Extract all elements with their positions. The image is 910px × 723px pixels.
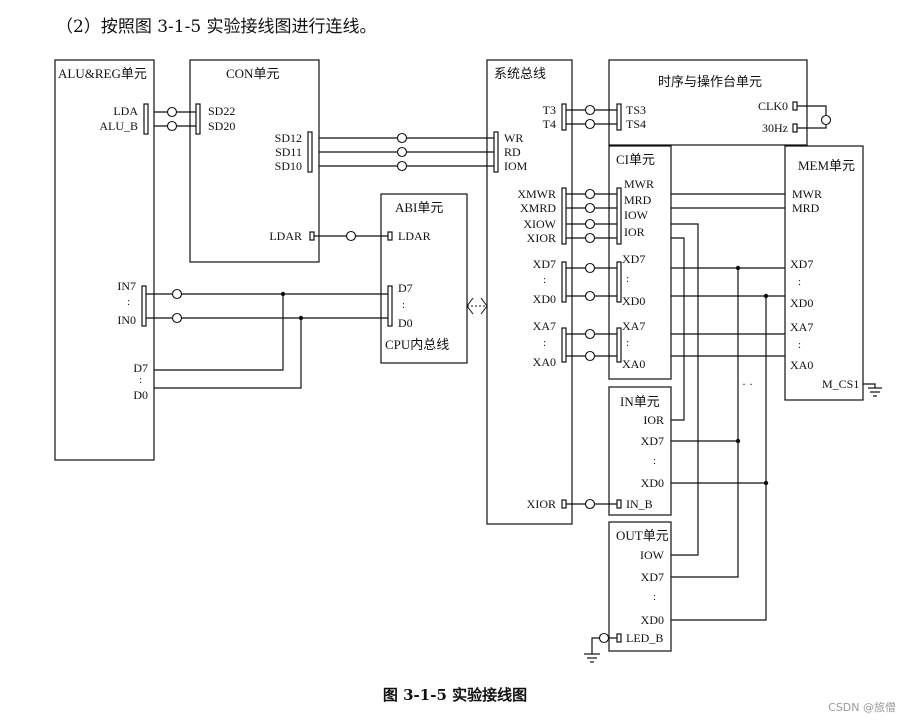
xmrd-label: XMRD <box>520 201 556 215</box>
in7-label: IN7 <box>117 279 136 293</box>
abi-d7-label: D7 <box>398 281 413 295</box>
sd11-label: SD11 <box>275 145 302 159</box>
ci-mrd-label: MRD <box>624 193 652 207</box>
sd12-label: SD12 <box>275 131 302 145</box>
wr-label: WR <box>504 131 523 145</box>
sys-xa7-label: XA7 <box>533 319 556 333</box>
alu-d0-label: D0 <box>133 388 148 402</box>
t4-label: T4 <box>543 117 556 131</box>
alu-d-dots: : <box>139 374 142 386</box>
ci-xd0-label: XD0 <box>622 294 645 308</box>
con-unit <box>189 59 320 263</box>
out-xd0-label: XD0 <box>641 613 664 627</box>
clk0-label: CLK0 <box>758 99 788 113</box>
in0-label: IN0 <box>117 313 136 327</box>
sys-xa-dots: : <box>543 337 546 349</box>
t3-label: T3 <box>543 103 556 117</box>
out-unit <box>608 521 672 652</box>
sd20-label: SD20 <box>208 119 235 133</box>
mem-xd7-label: XD7 <box>790 257 813 271</box>
ci-xa-dots: : <box>626 337 629 349</box>
wiring-diagram: ALU&REG单元 LDA ALU_B IN7 : IN0 D7 : D0 CO… <box>54 59 882 663</box>
ci-title: CI单元 <box>616 152 655 167</box>
in-xd-dots: : <box>653 455 656 467</box>
ci-xa0-label: XA0 <box>622 357 645 371</box>
hz30-label: 30Hz <box>762 121 788 135</box>
out-title: OUT单元 <box>616 528 669 543</box>
sd10-label: SD10 <box>275 159 302 173</box>
out-iow-label: IOW <box>640 548 665 562</box>
xiow-label: XIOW <box>523 217 556 231</box>
cpu-bus-label: CPU内总线 <box>385 337 449 352</box>
xior-label: XIOR <box>527 231 556 245</box>
ts4-label: TS4 <box>626 117 646 131</box>
alu-b-label: ALU_B <box>99 119 138 133</box>
sd22-label: SD22 <box>208 104 235 118</box>
out-xd7-label: XD7 <box>641 570 664 584</box>
abi-dots: : <box>402 299 405 311</box>
ts3-label: TS3 <box>626 103 646 117</box>
abi-ldar-label: LDAR <box>398 229 431 243</box>
abi-d0-label: D0 <box>398 316 413 330</box>
mem-unit <box>784 145 864 401</box>
ci-xd-dots: : <box>626 273 629 285</box>
con-ldar-label: LDAR <box>269 229 302 243</box>
watermark: CSDN @旅僧 <box>828 701 896 714</box>
system-bus-unit <box>486 59 573 525</box>
in-b-label: IN_B <box>626 497 653 511</box>
alu-reg-unit <box>54 59 155 461</box>
lda-label: LDA <box>113 104 138 118</box>
con-title: CON单元 <box>226 66 279 81</box>
sys-xd0-label: XD0 <box>533 292 556 306</box>
mem-xa0-label: XA0 <box>790 358 813 372</box>
in-ior-label: IOR <box>643 413 664 427</box>
rd-label: RD <box>504 145 521 159</box>
ci-mwr-label: MWR <box>624 177 654 191</box>
alu-reg-title: ALU&REG单元 <box>58 66 147 81</box>
ci-xa7-label: XA7 <box>622 319 645 333</box>
system-bus-title: 系统总线 <box>494 66 546 81</box>
iom-label: IOM <box>504 159 528 173</box>
mem-xd-dots: : <box>798 276 801 288</box>
timing-title: 时序与操作台单元 <box>658 74 762 89</box>
mem-xd0-label: XD0 <box>790 296 813 310</box>
figure-caption: 图 3-1-5 实验接线图 <box>382 686 528 704</box>
in-unit <box>608 386 672 516</box>
mcs1-label: M_CS1 <box>822 377 859 391</box>
alu-d7-label: D7 <box>133 361 148 375</box>
sys-xior-label: XIOR <box>527 497 556 511</box>
mem-mrd-label: MRD <box>792 201 820 215</box>
mem-title: MEM单元 <box>798 158 855 173</box>
ci-unit <box>608 145 672 380</box>
ci-xd7-label: XD7 <box>622 252 645 266</box>
in-title: IN单元 <box>620 394 660 409</box>
bus-ellipsis: · · <box>742 377 753 391</box>
out-xd-dots: : <box>653 591 656 603</box>
xmwr-label: XMWR <box>517 187 556 201</box>
sys-xd-dots: : <box>543 274 546 286</box>
mem-mwr-label: MWR <box>792 187 822 201</box>
ci-ior-label: IOR <box>624 225 645 239</box>
sys-xa0-label: XA0 <box>533 355 556 369</box>
led-b-label: LED_B <box>626 631 663 645</box>
in-xd7-label: XD7 <box>641 434 664 448</box>
sys-xd7-label: XD7 <box>533 257 556 271</box>
in-xd0-label: XD0 <box>641 476 664 490</box>
abi-title: ABI单元 <box>395 200 443 215</box>
abi-unit <box>380 193 468 364</box>
mem-xa7-label: XA7 <box>790 320 813 334</box>
ci-iow-label: IOW <box>624 208 649 222</box>
mem-xa-dots: : <box>798 339 801 351</box>
in-dots: : <box>127 296 130 308</box>
instruction-heading: （2）按照图 3-1-5 实验接线图进行连线。 <box>56 17 377 37</box>
timing-unit <box>608 59 808 146</box>
